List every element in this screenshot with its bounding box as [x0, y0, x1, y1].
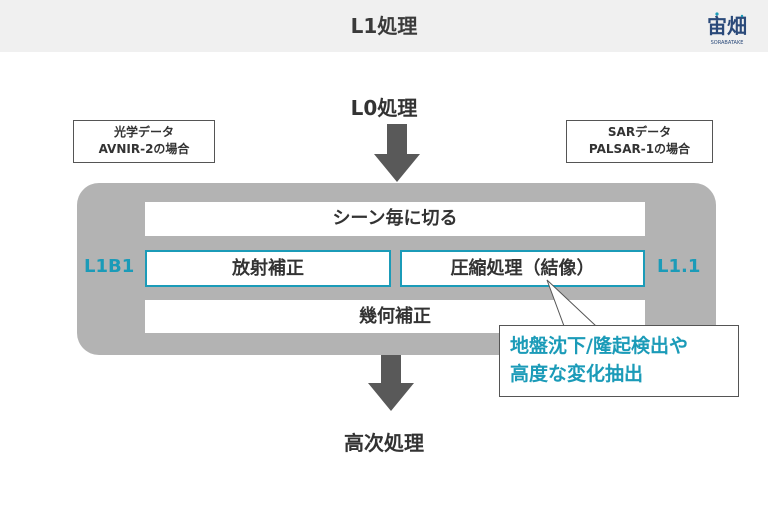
optical-note-line1: 光学データ: [113, 125, 174, 139]
l1b1-label: L1B1: [84, 256, 135, 277]
page-title: L1処理: [350, 14, 418, 38]
scene-cut-stage: シーン毎に切る: [145, 202, 645, 236]
sorabatake-logo-icon: 宙畑 SORABATAKE: [707, 12, 747, 46]
header-bar: [0, 0, 768, 52]
sar-note-line2: PALSAR-1の場合: [588, 142, 691, 156]
l1-1-label: L1.1: [657, 256, 701, 277]
optical-note-line2: AVNIR-2の場合: [98, 142, 190, 156]
sar-data-note: SARデータ PALSAR-1の場合: [566, 120, 713, 163]
callout-line1: 地盤沈下/隆起検出や: [510, 335, 688, 357]
optical-data-note: 光学データ AVNIR-2の場合: [73, 120, 215, 163]
down-arrow-top: [374, 124, 420, 182]
logo-text: 宙畑: [707, 14, 747, 38]
l0-processing-label: L0処理: [350, 96, 418, 120]
down-arrow-bottom: [368, 355, 414, 411]
callout-line2: 高度な変化抽出: [510, 363, 644, 385]
radiometric-correction-box: 放射補正: [145, 250, 391, 287]
compression-imaging-box: 圧縮処理（結像）: [400, 250, 645, 287]
callout-pointer: [546, 279, 598, 327]
subsidence-callout: 地盤沈下/隆起検出や 高度な変化抽出: [499, 325, 739, 397]
logo-subtext: SORABATAKE: [711, 40, 744, 46]
sar-note-line1: SARデータ: [607, 125, 672, 139]
higher-processing-label: 高次処理: [344, 431, 424, 455]
